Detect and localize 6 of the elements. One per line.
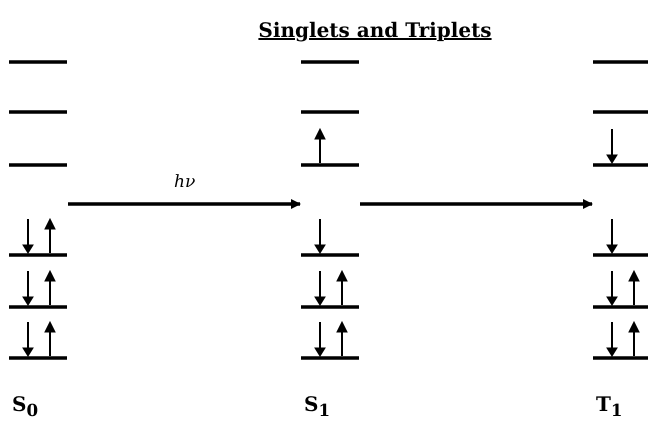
state-label: S$_{1}$ (304, 392, 330, 420)
arrow (360, 199, 593, 209)
state-label: S$_{0}$ (12, 392, 38, 420)
diagram-title: Singlets and Triplets (257, 18, 493, 42)
arrow (68, 199, 301, 209)
state-label: T$_{1}$ (596, 392, 622, 420)
